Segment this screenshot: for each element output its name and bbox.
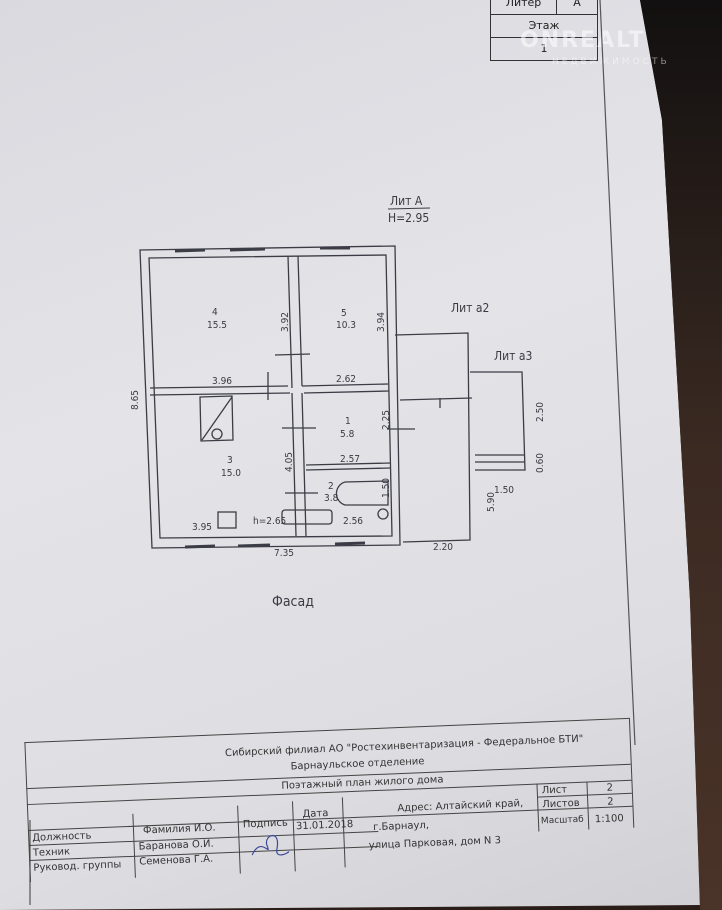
liter-value: А — [573, 0, 581, 9]
partition-bath — [305, 462, 391, 471]
outer-wall — [139, 245, 401, 549]
liter-label: Литер — [491, 0, 557, 14]
room-5-area: 10.3 — [336, 320, 356, 331]
room-2-area: 3.8 — [324, 493, 339, 504]
watermark-sub: НЕДВИЖИМОСТЬ — [552, 57, 670, 67]
address-line-3: улица Парковая, дом N 3 — [368, 835, 502, 852]
toilet-icon — [377, 508, 389, 520]
dim-395: 3.95 — [192, 522, 212, 533]
ceiling-height: h=2.65 — [253, 516, 286, 527]
header-name: Фамилия И.О. — [142, 822, 216, 837]
row-position-2: Руковод. группы — [33, 859, 122, 874]
dim-256: 2.56 — [343, 516, 363, 527]
dim-225: 2.25 — [381, 410, 392, 430]
stove-block — [199, 395, 234, 442]
annex-a2-partition — [399, 397, 473, 401]
dim-865: 8.65 — [130, 390, 141, 410]
floor-value: 1 — [490, 37, 598, 61]
date-value: 31.01.2018 — [295, 818, 354, 833]
annex-a2 — [394, 332, 471, 543]
partition-4-5 — [287, 255, 303, 389]
row-name-1: Баранова О.И. — [138, 838, 214, 853]
stove-circle — [211, 428, 223, 440]
dim-060: 0.60 — [535, 453, 546, 473]
room-5-number: 5 — [341, 308, 347, 319]
dim-405: 4.05 — [284, 452, 295, 472]
dim-392: 3.92 — [280, 312, 291, 332]
dim-735: 7.35 — [274, 548, 294, 559]
room-4-area: 15.5 — [207, 320, 227, 331]
sheets-value: 2 — [607, 796, 614, 808]
header-date: Дата — [302, 807, 329, 821]
dim-257: 2.57 — [340, 454, 360, 465]
partition-lower — [291, 392, 307, 537]
facade-label: Фасад — [272, 594, 314, 610]
lit-a-label: Лит А — [390, 194, 423, 208]
dim-250: 2.50 — [535, 402, 546, 422]
dim-590: 5.90 — [486, 492, 497, 512]
sheet-label: Лист — [541, 784, 568, 797]
partition-horizontal — [149, 383, 390, 396]
cooker-icon — [217, 511, 237, 529]
inner-wall — [148, 254, 393, 539]
room-1-area: 5.8 — [340, 429, 355, 440]
scale-value: 1:100 — [594, 813, 624, 826]
room-1-number: 1 — [345, 416, 351, 427]
row-name-2: Семенова Г.А. — [139, 853, 214, 868]
dim-150-bath: 1.50 — [381, 478, 392, 498]
scale-label: Масштаб — [540, 814, 584, 827]
sheet-value: 2 — [606, 782, 614, 794]
dim-220: 2.20 — [433, 542, 453, 553]
room-3-area: 15.0 — [221, 468, 241, 479]
sink-icon — [281, 509, 333, 525]
sheets-label: Листов — [542, 797, 580, 811]
row-position-1: Техник — [32, 846, 71, 859]
dim-262: 2.62 — [336, 374, 356, 385]
doors — [267, 353, 441, 494]
height-label: Н=2.95 — [388, 211, 429, 225]
room-4-number: 4 — [212, 307, 218, 318]
signature — [251, 834, 290, 856]
room-3-number: 3 — [227, 455, 233, 466]
lit-a3-label: Лит а3 — [494, 349, 532, 363]
title-block: Сибирский филиал АО "Ростехинвентаризаци… — [24, 717, 639, 882]
bathtub-icon — [335, 480, 389, 506]
org-name: Сибирский филиал АО "Ростехинвентаризаци… — [224, 733, 584, 760]
address-line-2: г.Барнаул, — [372, 819, 430, 834]
dept-name: Барнаульское отделение — [290, 756, 425, 773]
dim-394: 3.94 — [376, 312, 387, 332]
windows — [174, 246, 366, 549]
dim-150-porch: 1.50 — [494, 485, 514, 496]
annex-a3 — [470, 371, 526, 471]
dim-396: 3.96 — [212, 376, 232, 387]
watermark-brand: ONREALT — [520, 28, 646, 53]
room-2-number: 2 — [328, 481, 334, 492]
lit-a2-label: Лит а2 — [451, 301, 489, 315]
